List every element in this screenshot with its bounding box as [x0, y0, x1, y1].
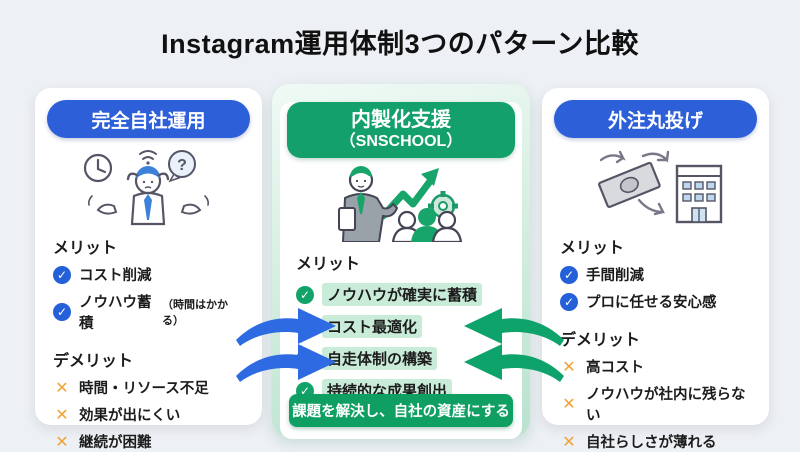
- cross-icon: ✕: [562, 396, 576, 413]
- center-banner: 課題を解決し、自社の資産にする: [289, 394, 513, 427]
- demerit-label-right: デメリット: [560, 332, 641, 349]
- presenter-growth-illustration: [338, 166, 463, 242]
- money-to-building-illustration: [597, 150, 722, 224]
- check-icon: ✓: [560, 265, 578, 284]
- card-snschool-support: 内製化支援 （SNSCHOOL）: [272, 84, 530, 439]
- demerit-item: ✕ ノウハウが社内に残らない: [560, 383, 751, 425]
- demerit-item: ✕ 時間・リソース不足: [53, 377, 244, 398]
- merit-item: ✓ ノウハウ蓄積 （時間はかかる）: [53, 291, 244, 333]
- demerit-item: ✕ 継続が困難: [53, 431, 244, 452]
- merit-note: （時間はかかる）: [162, 299, 229, 327]
- check-icon: ✓: [53, 265, 71, 284]
- merit-item: ✓ ノウハウが確実に蓄積: [296, 283, 506, 306]
- header-outsourcing: 外注丸投げ: [554, 100, 757, 138]
- header-in-house: 完全自社運用: [47, 100, 250, 138]
- merit-label-center: メリット: [296, 256, 361, 273]
- svg-text:?: ?: [177, 157, 187, 174]
- page-title: Instagram運用体制3つのパターン比較: [161, 29, 639, 59]
- card-in-house-operation: 完全自社運用 ? メリット ✓ コスト削減 ✓ ノウハウ蓄積 （時間はかかる） …: [35, 88, 262, 451]
- check-icon: ✓: [53, 303, 71, 321]
- merit-label-left: メリット: [53, 240, 118, 257]
- merit-label-right: メリット: [560, 240, 625, 257]
- card-full-outsourcing: 外注丸投げ メリット ✓ 手間削減 ✓ プロに任せる安心感 デメリット ✕: [542, 88, 769, 451]
- header-snschool: 内製化支援 （SNSCHOOL）: [287, 102, 515, 158]
- cross-icon: ✕: [562, 358, 576, 376]
- merit-item: ✓ プロに任せる安心感: [560, 291, 751, 312]
- demerit-item: ✕ 自社らしさが薄れる: [560, 431, 751, 452]
- check-icon: ✓: [560, 292, 578, 311]
- cross-icon: ✕: [55, 433, 69, 451]
- blue-arrows-right-icon: [236, 308, 336, 382]
- merit-item: ✓ 手間削減: [560, 264, 751, 285]
- demerit-label-left: デメリット: [53, 353, 134, 370]
- green-arrows-left-icon: [464, 308, 564, 382]
- cross-icon: ✕: [562, 433, 576, 451]
- cross-icon: ✕: [55, 379, 69, 397]
- check-icon: ✓: [296, 285, 314, 304]
- demerit-item: ✕ 効果が出にくい: [53, 404, 244, 425]
- demerit-item: ✕ 高コスト: [560, 356, 751, 377]
- merit-item: ✓ コスト削減: [53, 264, 244, 285]
- stressed-person-illustration: ?: [83, 150, 209, 226]
- cross-icon: ✕: [55, 406, 69, 424]
